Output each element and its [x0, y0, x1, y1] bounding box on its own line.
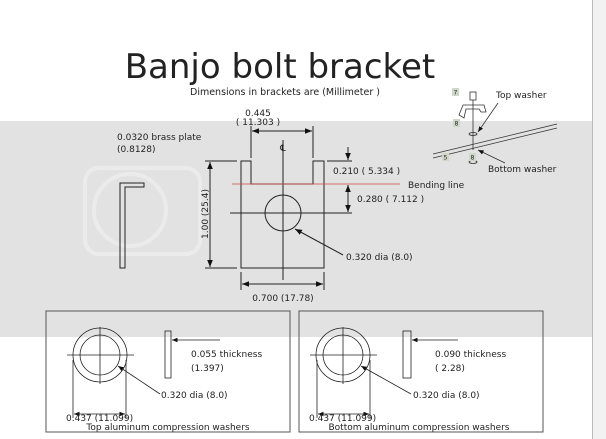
bracket-drawing	[119, 126, 352, 290]
hole-offset-label: 0.280 ( 7.112 )	[357, 195, 424, 205]
thickness-mm-label: (1.397)	[191, 364, 224, 374]
top-width-mm-label: ( 11.303 )	[236, 118, 280, 128]
outer-dia-label: 0.437 (11.099)	[309, 414, 376, 424]
plate-mm-label: (0.8128)	[117, 145, 156, 155]
watermark-logo	[83, 166, 202, 256]
caption: Top aluminum compression washers	[85, 423, 250, 433]
thickness-mm-label: ( 2.28)	[435, 364, 465, 374]
title: Banjo bolt bracket	[125, 47, 436, 87]
tab-height-label: 0.210 ( 5.334 )	[333, 167, 400, 177]
top-width-label: 0.445	[245, 109, 271, 119]
bottom-washer-box: 0.090 thickness ( 2.28) 0.320 dia (8.0) …	[298, 310, 544, 433]
hole-dia-label: 0.320 dia (8.0)	[346, 253, 413, 263]
dia-label: 0.320 dia (8.0)	[161, 391, 228, 401]
part-labels: 7 8 5 8	[442, 88, 476, 162]
centerline-symbol: ℄	[279, 144, 286, 154]
part-label: 8	[455, 121, 459, 128]
outer-dia-label: 0.437 (11.099)	[66, 414, 133, 424]
part-label: 5	[444, 155, 448, 162]
caption: Bottom aluminum compression washers	[328, 423, 509, 433]
right-margin	[593, 0, 606, 439]
top-washer-label: Top washer	[495, 91, 547, 101]
height-label: 1.00 (25.4)	[201, 189, 211, 239]
part-label: 7	[454, 90, 458, 97]
exploded-view	[432, 91, 558, 164]
plate-label: 0.0320 brass plate	[117, 133, 202, 143]
bending-line-label: Bending line	[408, 181, 465, 191]
dia-label: 0.320 dia (8.0)	[413, 391, 480, 401]
width-label: 0.700 (17.78)	[252, 294, 313, 304]
bottom-washer-label: Bottom washer	[488, 165, 557, 175]
part-label: 8	[471, 155, 475, 162]
thickness-label: 0.055 thickness	[191, 350, 262, 360]
top-washer-box: 0.055 thickness (1.397) 0.320 dia (8.0) …	[45, 310, 291, 433]
thickness-label: 0.090 thickness	[435, 350, 506, 360]
subtitle: Dimensions in brackets are (Millimeter )	[190, 87, 380, 98]
